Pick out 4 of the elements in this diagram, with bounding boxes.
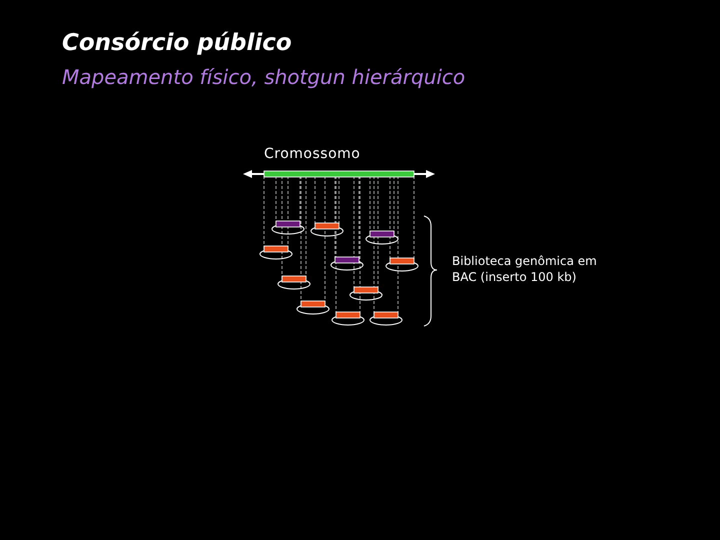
slide-subtitle: Mapeamento físico, shotgun hierárquico [62, 65, 466, 89]
chromosome-label: Cromossomo [264, 146, 360, 162]
library-label: Biblioteca genômica em BAC (inserto 100 kb) [452, 253, 598, 285]
slide-title: Consórcio público [62, 30, 292, 56]
